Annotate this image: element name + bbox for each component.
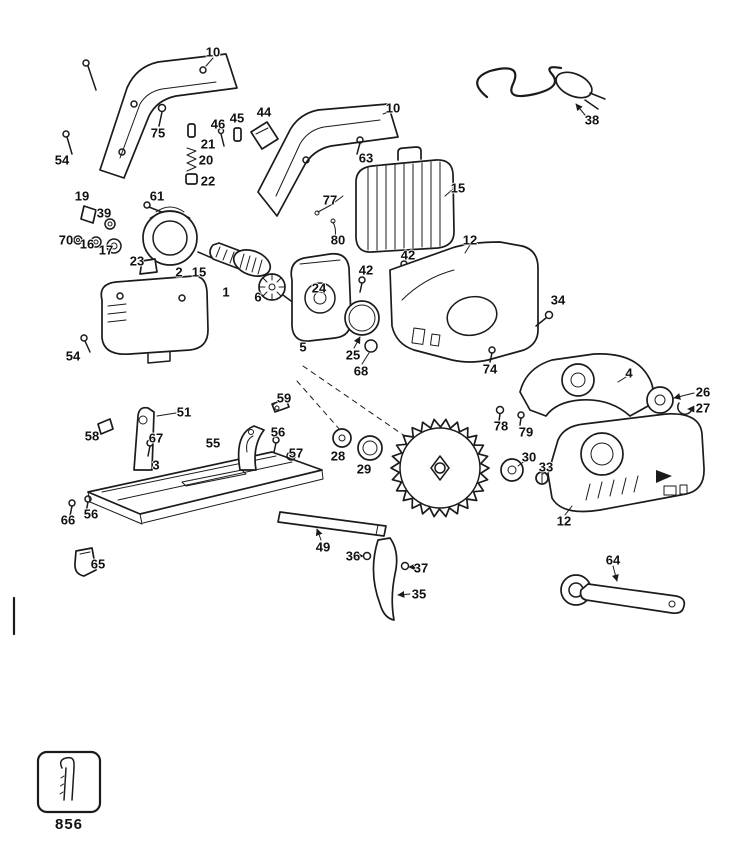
field-stator <box>142 206 198 266</box>
small-parts-bottom-left <box>68 495 97 577</box>
lower-guard <box>519 353 654 417</box>
saw-blade <box>390 418 490 518</box>
screw-63 <box>356 136 364 155</box>
lead-wires <box>314 195 344 244</box>
base-assembly <box>87 398 324 525</box>
motor-housing <box>355 146 455 253</box>
right-housing <box>547 413 705 516</box>
brush-parts <box>185 121 279 185</box>
top-handle <box>99 53 238 179</box>
left-housing <box>80 258 209 364</box>
washer-26-retainer-27 <box>646 386 695 415</box>
guard-fin <box>356 537 416 621</box>
screws-78-79 <box>495 405 525 426</box>
figure-code: 856 <box>54 816 84 833</box>
figure-icon-box <box>36 750 102 814</box>
power-cord <box>476 66 606 116</box>
wrench <box>560 565 686 615</box>
upper-guard <box>389 241 554 363</box>
bearing-parts-left <box>73 201 165 254</box>
end-cover <box>290 252 352 342</box>
screw-75 <box>157 103 167 127</box>
depth-rod <box>277 511 387 541</box>
ring-68 <box>361 339 378 365</box>
screws-54-top <box>62 59 97 155</box>
armature <box>197 242 292 302</box>
construction-lines <box>296 365 429 453</box>
ring-25 <box>344 300 380 349</box>
mid-handle <box>257 103 399 217</box>
blade-washers <box>332 428 549 485</box>
